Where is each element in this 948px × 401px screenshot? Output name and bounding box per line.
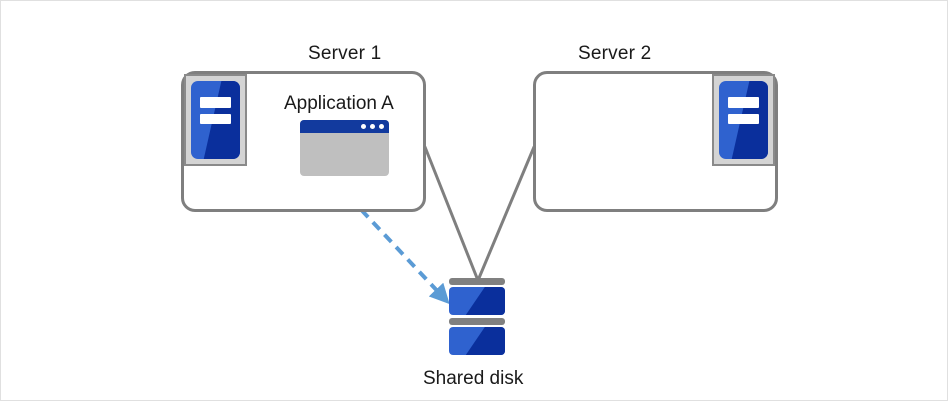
server-icon-body [191, 81, 240, 159]
server2-to-disk-link [477, 145, 536, 280]
application-window-icon[interactable] [300, 120, 389, 176]
disk-platter-2-shade [465, 327, 505, 355]
disk-platter-1-shade [465, 287, 505, 315]
server-1-label: Server 1 [308, 43, 382, 64]
disk-platter-2 [449, 327, 505, 355]
window-dot-1 [361, 124, 366, 129]
window-dot-2 [370, 124, 375, 129]
disk-stack-icon[interactable] [449, 278, 505, 362]
server-icon-bar-bottom [199, 113, 232, 124]
server-2-label: Server 2 [578, 43, 652, 64]
server-icon-bar-bottom [727, 113, 760, 124]
server-icon-bar-top [199, 97, 232, 108]
shared-disk-label: Shared disk [423, 368, 524, 389]
disk-bar-middle [449, 318, 505, 325]
disk-bar-top [449, 278, 505, 285]
server-icon-bar-top [727, 97, 760, 108]
server-machine-icon [712, 74, 775, 166]
server-icon-body [719, 81, 768, 159]
application-a-label: Application A [284, 93, 394, 114]
server1-to-disk-link [423, 145, 479, 280]
window-dot-3 [379, 124, 384, 129]
disk-platter-1 [449, 287, 505, 315]
application-window-titlebar [300, 120, 389, 133]
server-machine-icon [184, 74, 247, 166]
